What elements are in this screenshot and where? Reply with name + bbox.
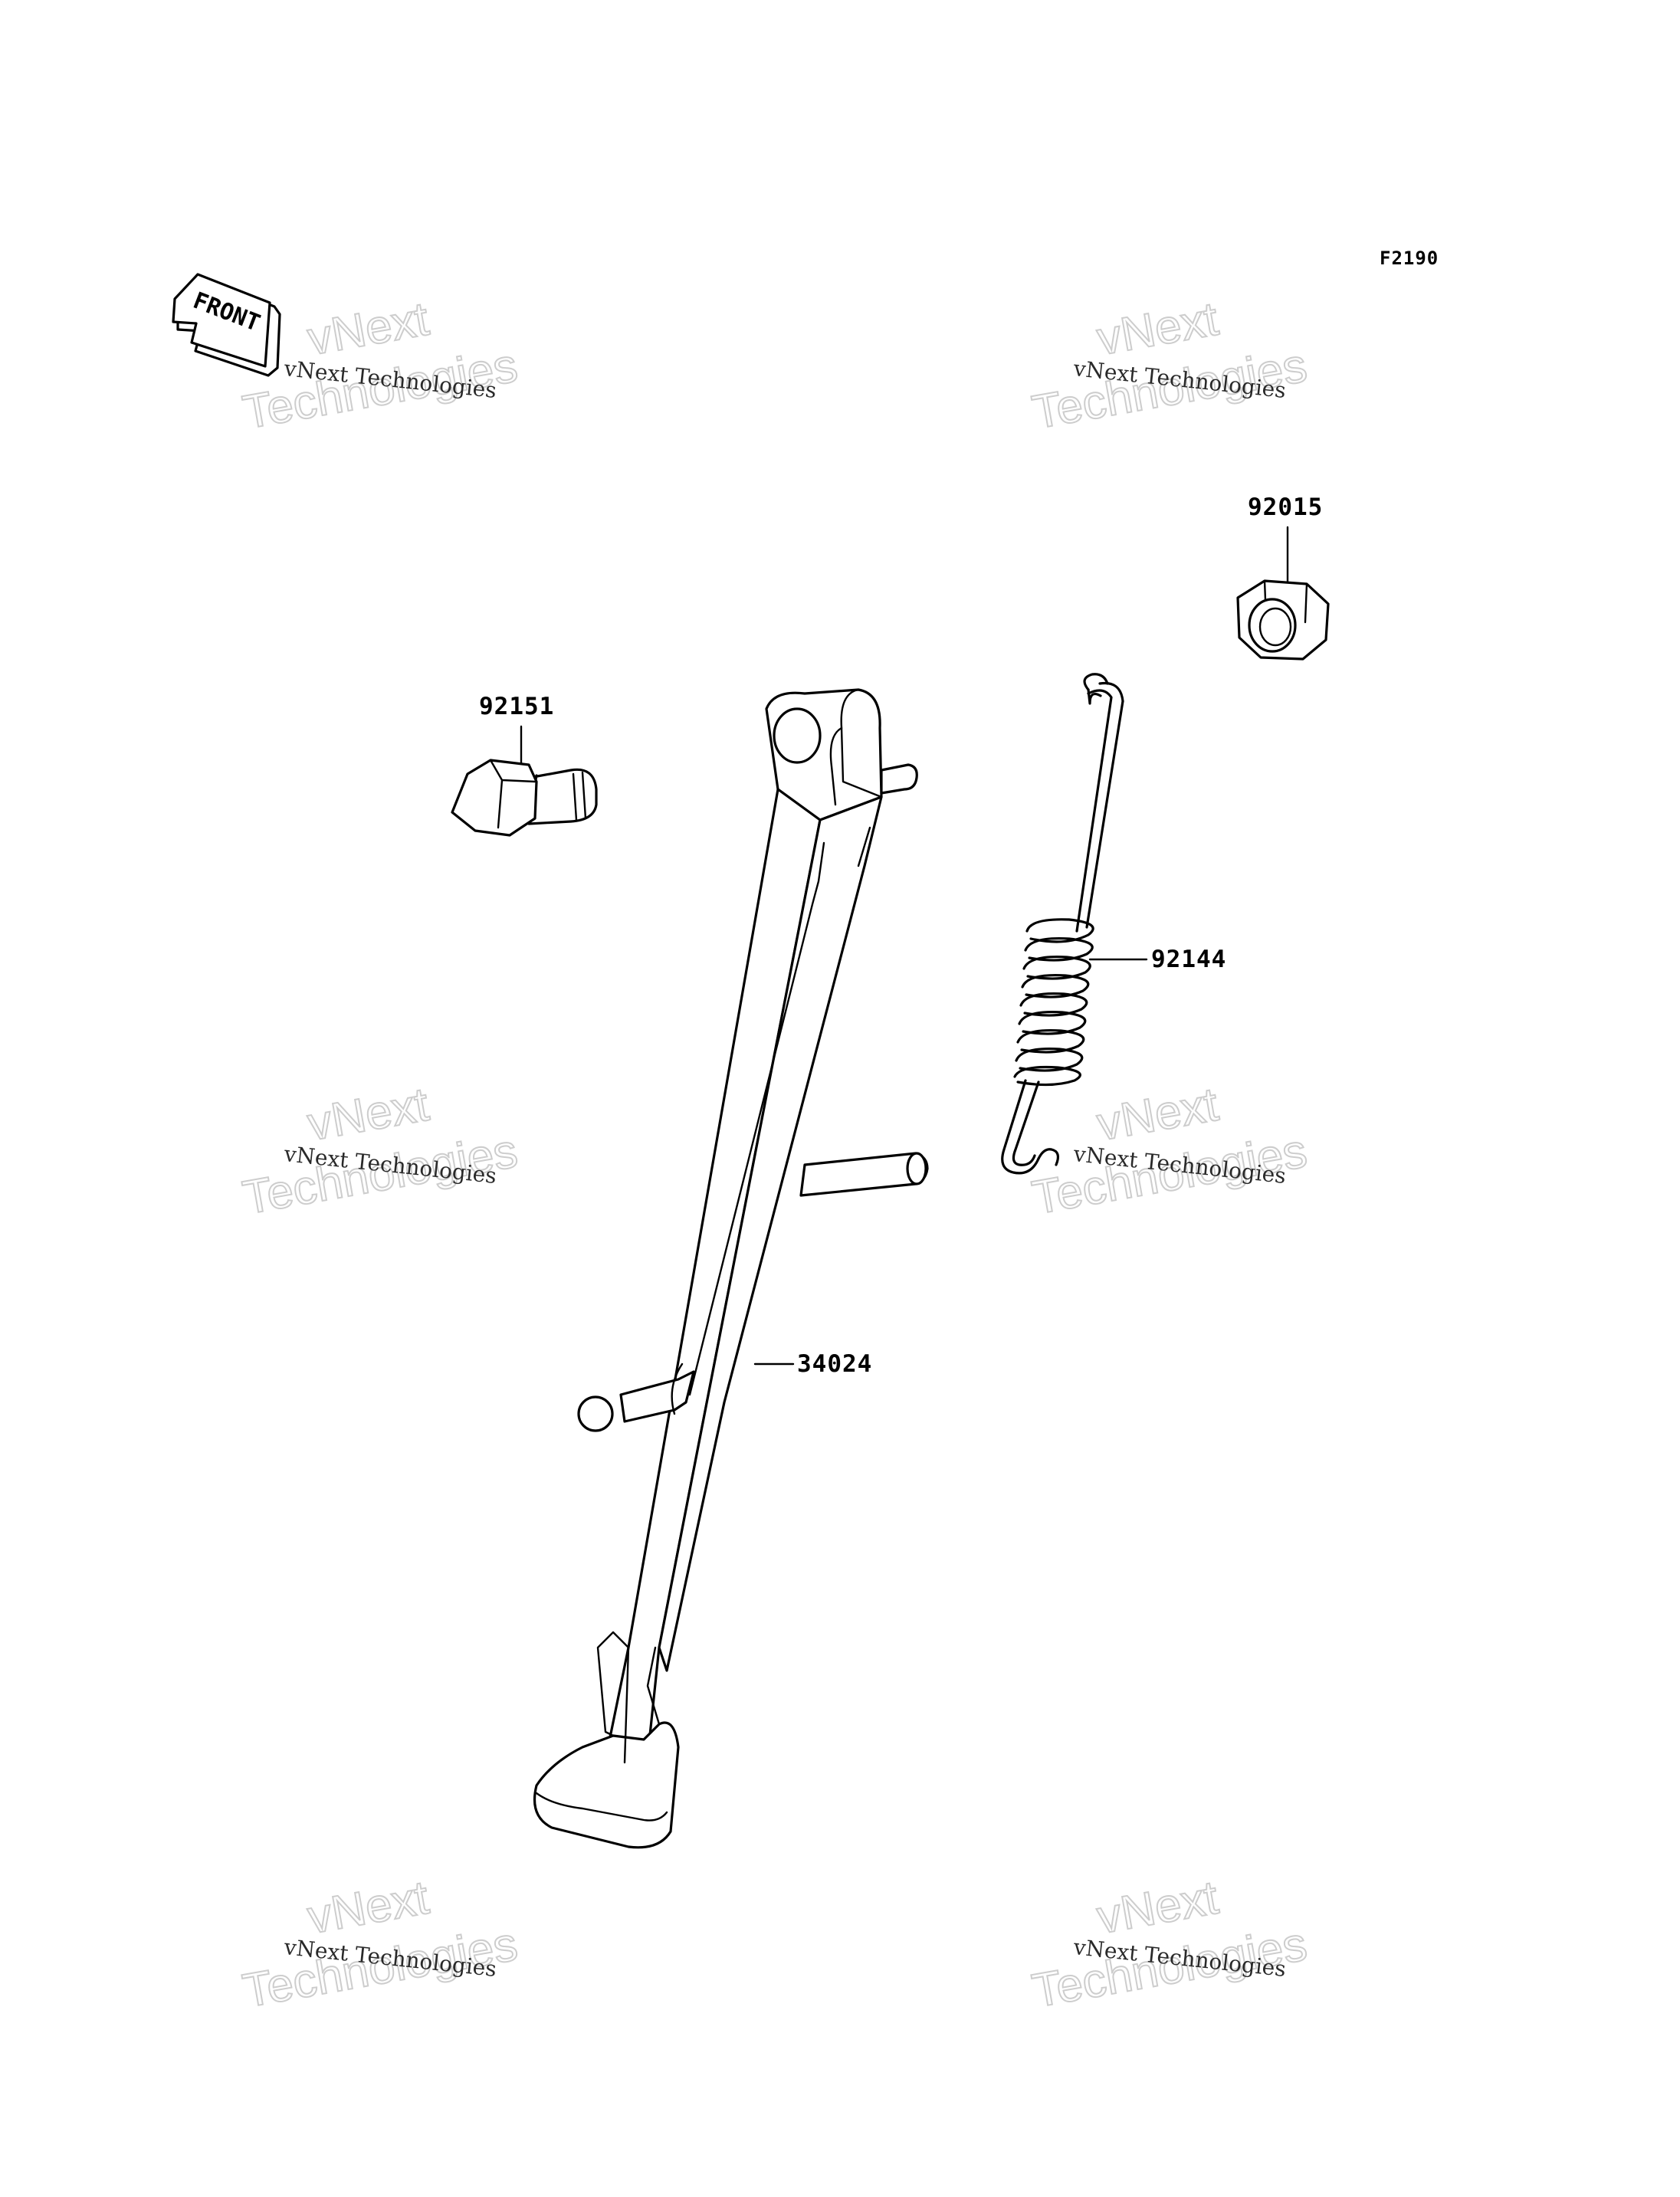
part-label-92151: 92151	[479, 693, 554, 720]
part-label-92015: 92015	[1248, 494, 1323, 521]
watermark: vNext Technologies vNext Technologies	[1028, 1077, 1311, 1226]
spring-icon	[1001, 673, 1124, 1175]
svg-text:vNext: vNext	[1093, 293, 1222, 366]
bolt-icon	[451, 759, 598, 837]
part-label-92144: 92144	[1151, 946, 1226, 973]
part-label-34024: 34024	[797, 1350, 872, 1378]
svg-text:vNext: vNext	[1093, 1078, 1222, 1151]
side-stand-icon	[533, 688, 929, 1849]
figure-code: F2190	[1380, 248, 1439, 269]
watermark: vNext Technologies vNext Technologies	[238, 1077, 522, 1226]
spring-coils	[1013, 918, 1094, 1087]
svg-text:vNext: vNext	[304, 1078, 432, 1151]
watermark: vNext Technologies vNext Technologies	[238, 292, 522, 441]
svg-text:vNext: vNext	[1093, 1871, 1222, 1944]
nut-icon	[1236, 579, 1330, 661]
svg-text:vNext: vNext	[304, 1871, 432, 1944]
svg-text:vNext: vNext	[304, 293, 432, 366]
watermark: vNext Technologies vNext Technologies	[238, 1871, 522, 2019]
watermark: vNext Technologies vNext Technologies	[1028, 1871, 1311, 2019]
watermark: vNext Technologies vNext Technologies	[1028, 292, 1311, 441]
front-arrow-icon: FRONT	[172, 273, 281, 377]
